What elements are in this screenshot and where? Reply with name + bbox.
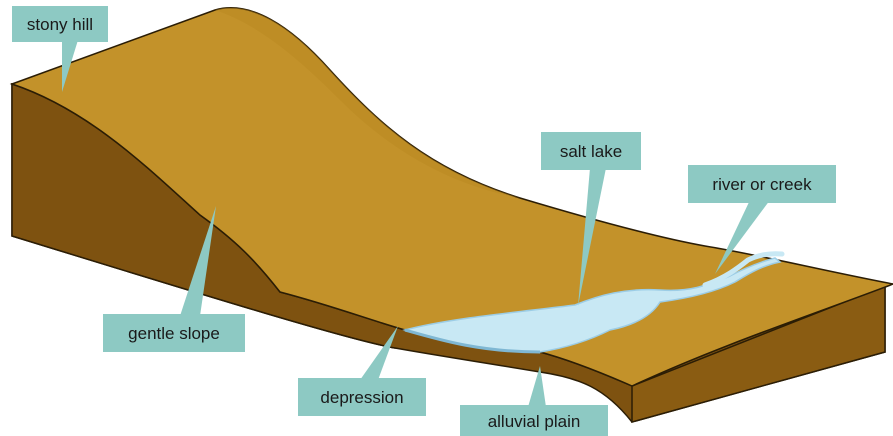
label-stony-hill: stony hill: [27, 15, 93, 34]
label-salt-lake: salt lake: [560, 142, 622, 161]
label-river-or-creek: river or creek: [712, 175, 812, 194]
label-gentle-slope: gentle slope: [128, 324, 220, 343]
label-alluvial-plain: alluvial plain: [488, 412, 581, 431]
label-depression: depression: [320, 388, 403, 407]
